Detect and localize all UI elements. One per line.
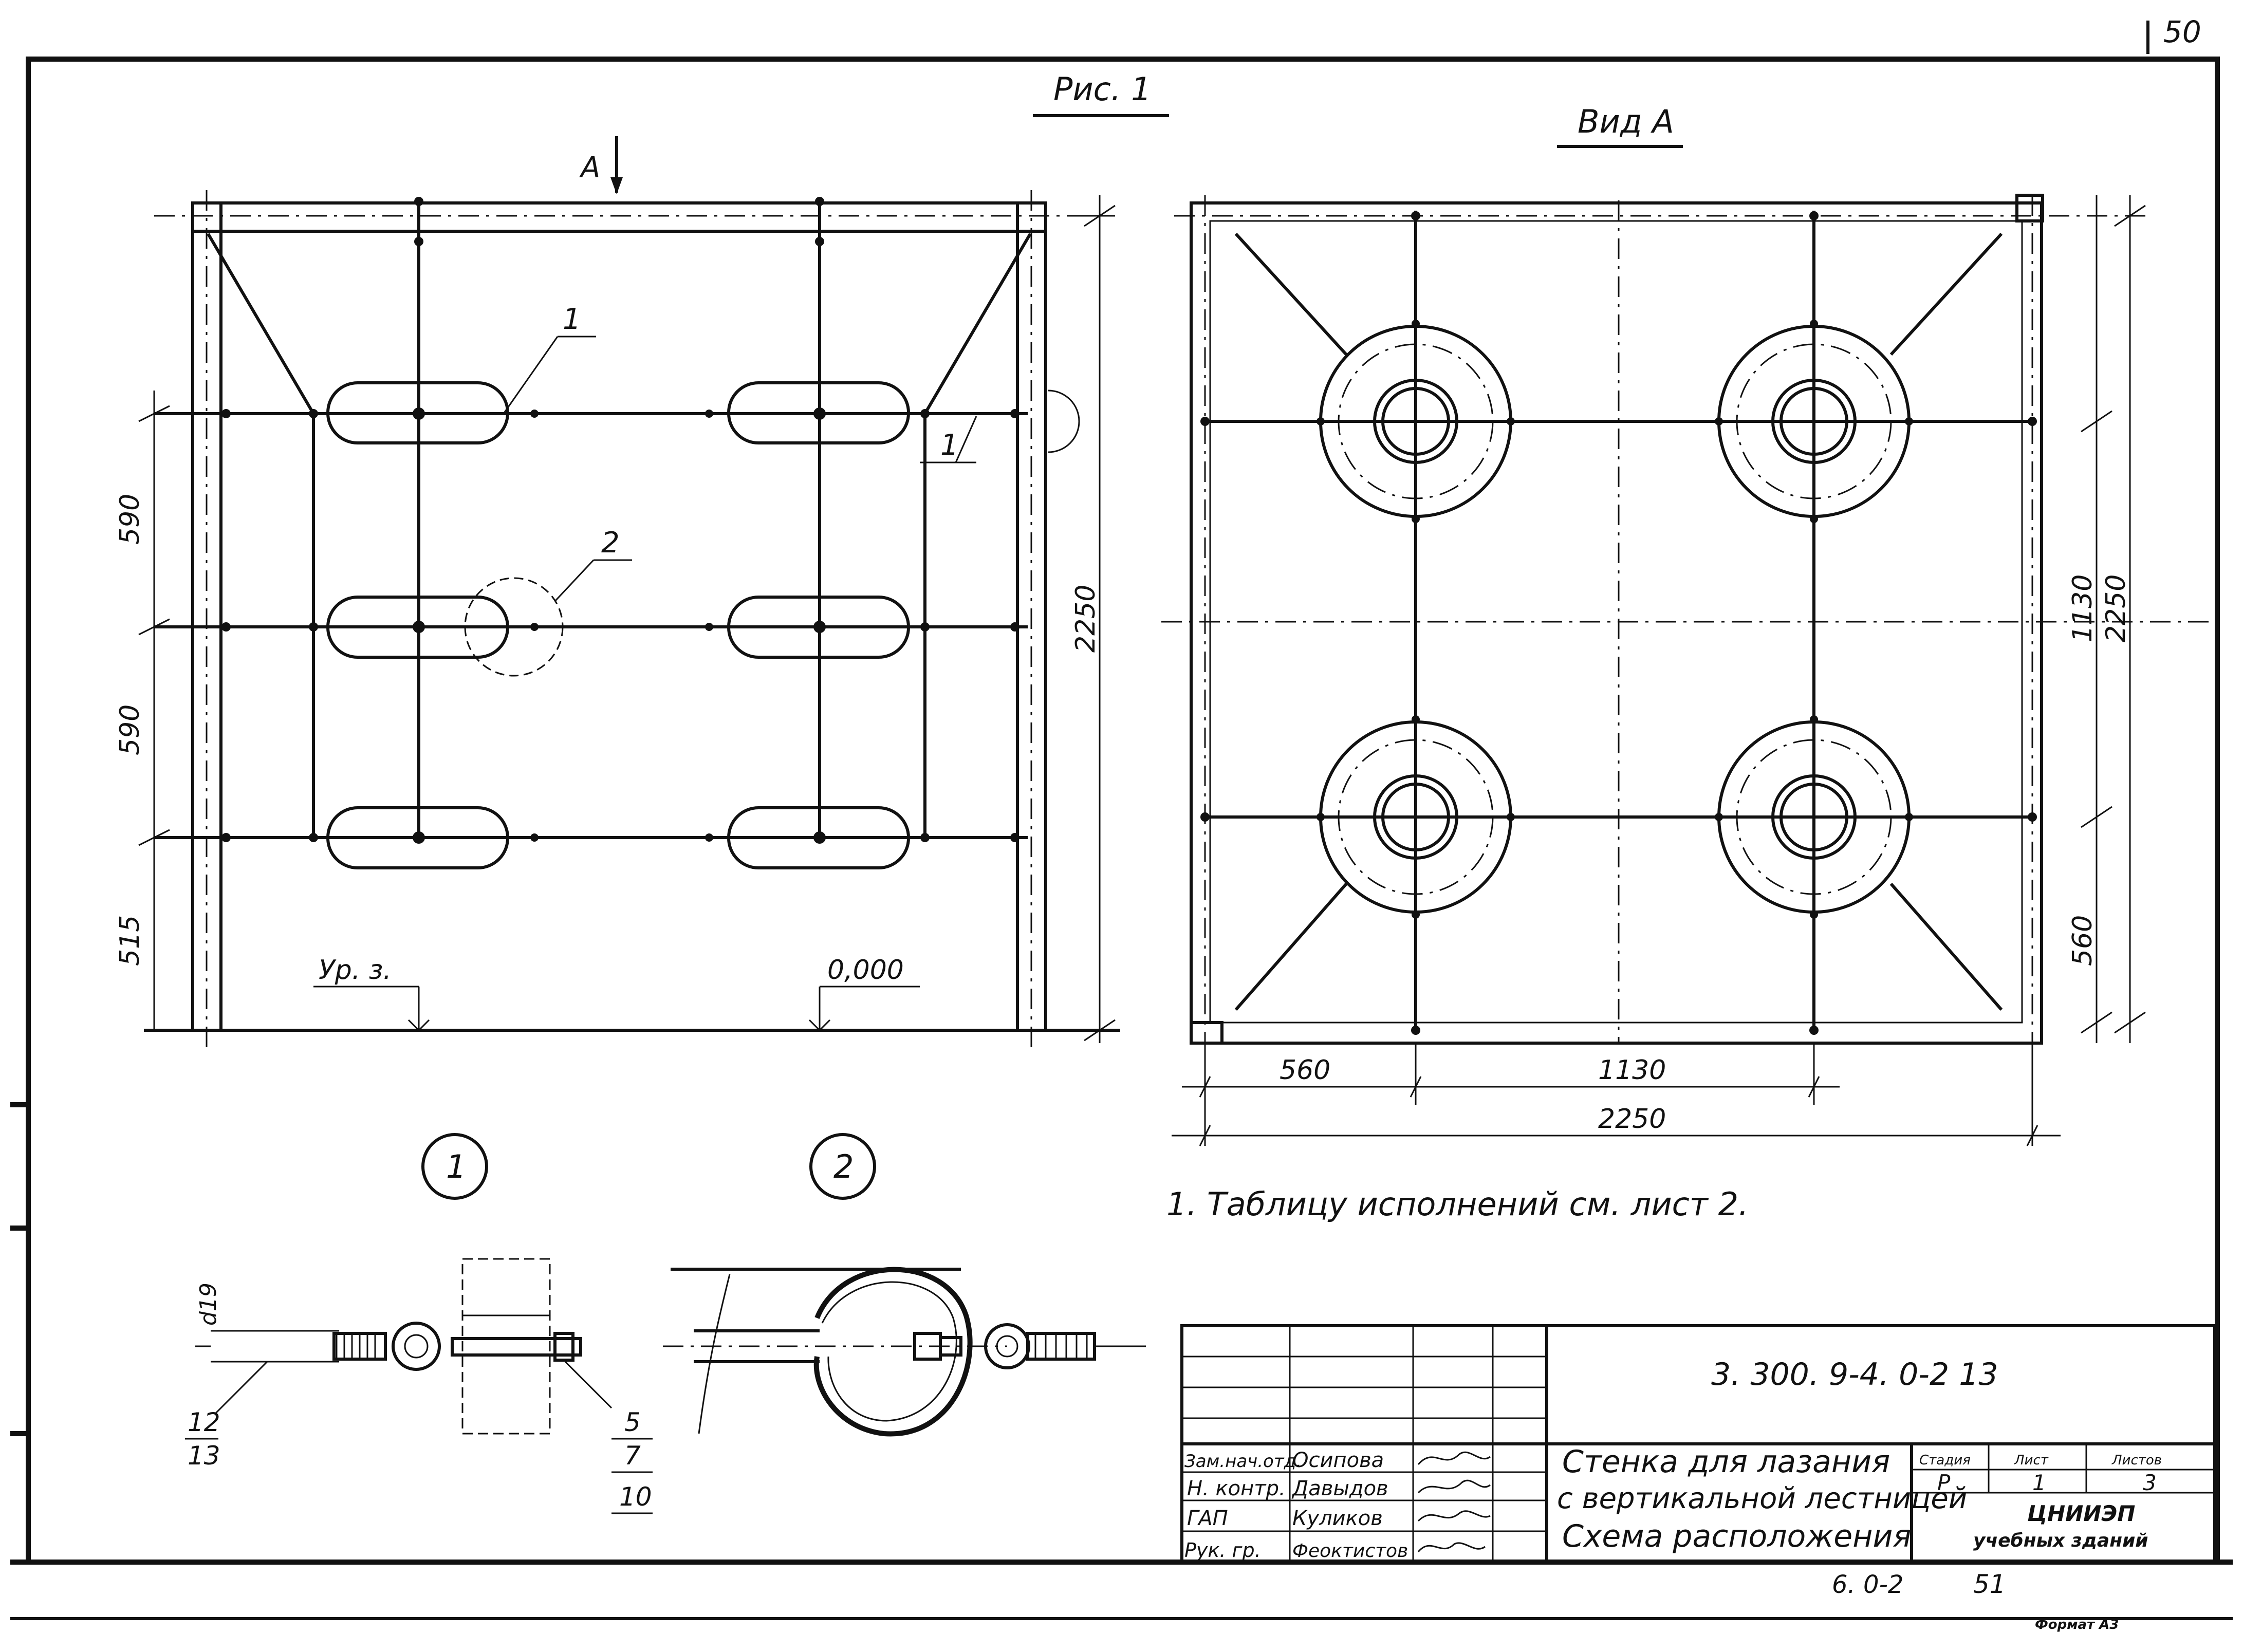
stage-header: Листов	[2111, 1453, 2162, 1468]
document-code: 3. 300. 9-4. 0-2 13	[1711, 1357, 1998, 1393]
dimension-label: 590	[115, 704, 145, 755]
stage-header: Лист	[2014, 1453, 2049, 1468]
dimension-label: 1130	[2067, 574, 2098, 642]
dimension-label: 560	[2067, 915, 2098, 966]
signature-scribbles	[1417, 1451, 1491, 1552]
plan-view: 1130 560 2250 560 1130 2250	[1161, 194, 2220, 1146]
detail-1: 1 d19 12 13 5 7 10	[185, 1133, 653, 1514]
title-line: Схема расположения	[1562, 1518, 1912, 1554]
position-label: 10	[619, 1482, 652, 1512]
role-label: Н. контр.	[1187, 1477, 1286, 1500]
signer-name: Осипова	[1292, 1449, 1384, 1472]
role-label: Рук. гр.	[1184, 1539, 1261, 1562]
organization-name: ЦНИИЭП	[2027, 1501, 2135, 1526]
title-block: 3. 300. 9-4. 0-2 13 Стенка для лазания с…	[1180, 1324, 2216, 1564]
level-mark-right: 0,000	[827, 955, 904, 986]
callout-label: 2	[601, 526, 620, 560]
callout-label: 1	[940, 429, 959, 462]
dimension-label: 1130	[1598, 1055, 1666, 1086]
view-arrow-label: А	[579, 151, 600, 184]
detail-marker-1: 1	[446, 1148, 466, 1185]
dimension-label: 560	[1280, 1055, 1330, 1086]
position-label: 5	[624, 1407, 641, 1437]
front-view: А	[115, 136, 1120, 1048]
level-mark-left: Ур. з.	[319, 955, 392, 986]
title-line: Стенка для лазания	[1562, 1444, 1890, 1480]
dimension-total: 2250	[2101, 574, 2131, 642]
sheet-number: 51	[1973, 1569, 2006, 1599]
diameter-label: d19	[195, 1283, 221, 1326]
note-text: 1. Таблицу исполнений см. лист 2.	[1166, 1185, 1749, 1223]
stage-value: 1	[2032, 1470, 2046, 1495]
series-code: 6. 0-2	[1832, 1570, 1903, 1599]
figure-title: Рис. 1	[1053, 70, 1152, 108]
organization-subtitle: учебных зданий	[1973, 1530, 2148, 1551]
signer-name: Давыдов	[1291, 1477, 1388, 1500]
signer-name: Куликов	[1292, 1507, 1383, 1530]
position-label: 7	[624, 1441, 641, 1471]
position-label: 12	[188, 1407, 220, 1437]
dimension-total: 2250	[1598, 1104, 1666, 1135]
stage-header: Стадия	[1919, 1453, 1971, 1468]
position-label: 13	[188, 1441, 220, 1471]
signer-name: Феоктистов	[1292, 1540, 1408, 1562]
format-label: Формат А3	[2035, 1617, 2119, 1632]
stage-value: Р	[1937, 1470, 1951, 1495]
title-line: с вертикальной лестницей	[1557, 1482, 1967, 1515]
detail-marker-2: 2	[833, 1148, 854, 1185]
dimension-total: 2250	[1070, 585, 1101, 653]
role-label: ГАП	[1187, 1507, 1228, 1530]
dimension-label: 590	[115, 494, 145, 545]
page-number: 50	[2163, 14, 2201, 49]
callout-label: 1	[563, 303, 581, 336]
dimension-label: 515	[115, 915, 145, 966]
role-label: Зам.нач.отд.	[1184, 1451, 1302, 1472]
detail-2: 2	[663, 1133, 1146, 1437]
view-title: Вид А	[1578, 103, 1674, 140]
stage-value: 3	[2143, 1470, 2157, 1495]
